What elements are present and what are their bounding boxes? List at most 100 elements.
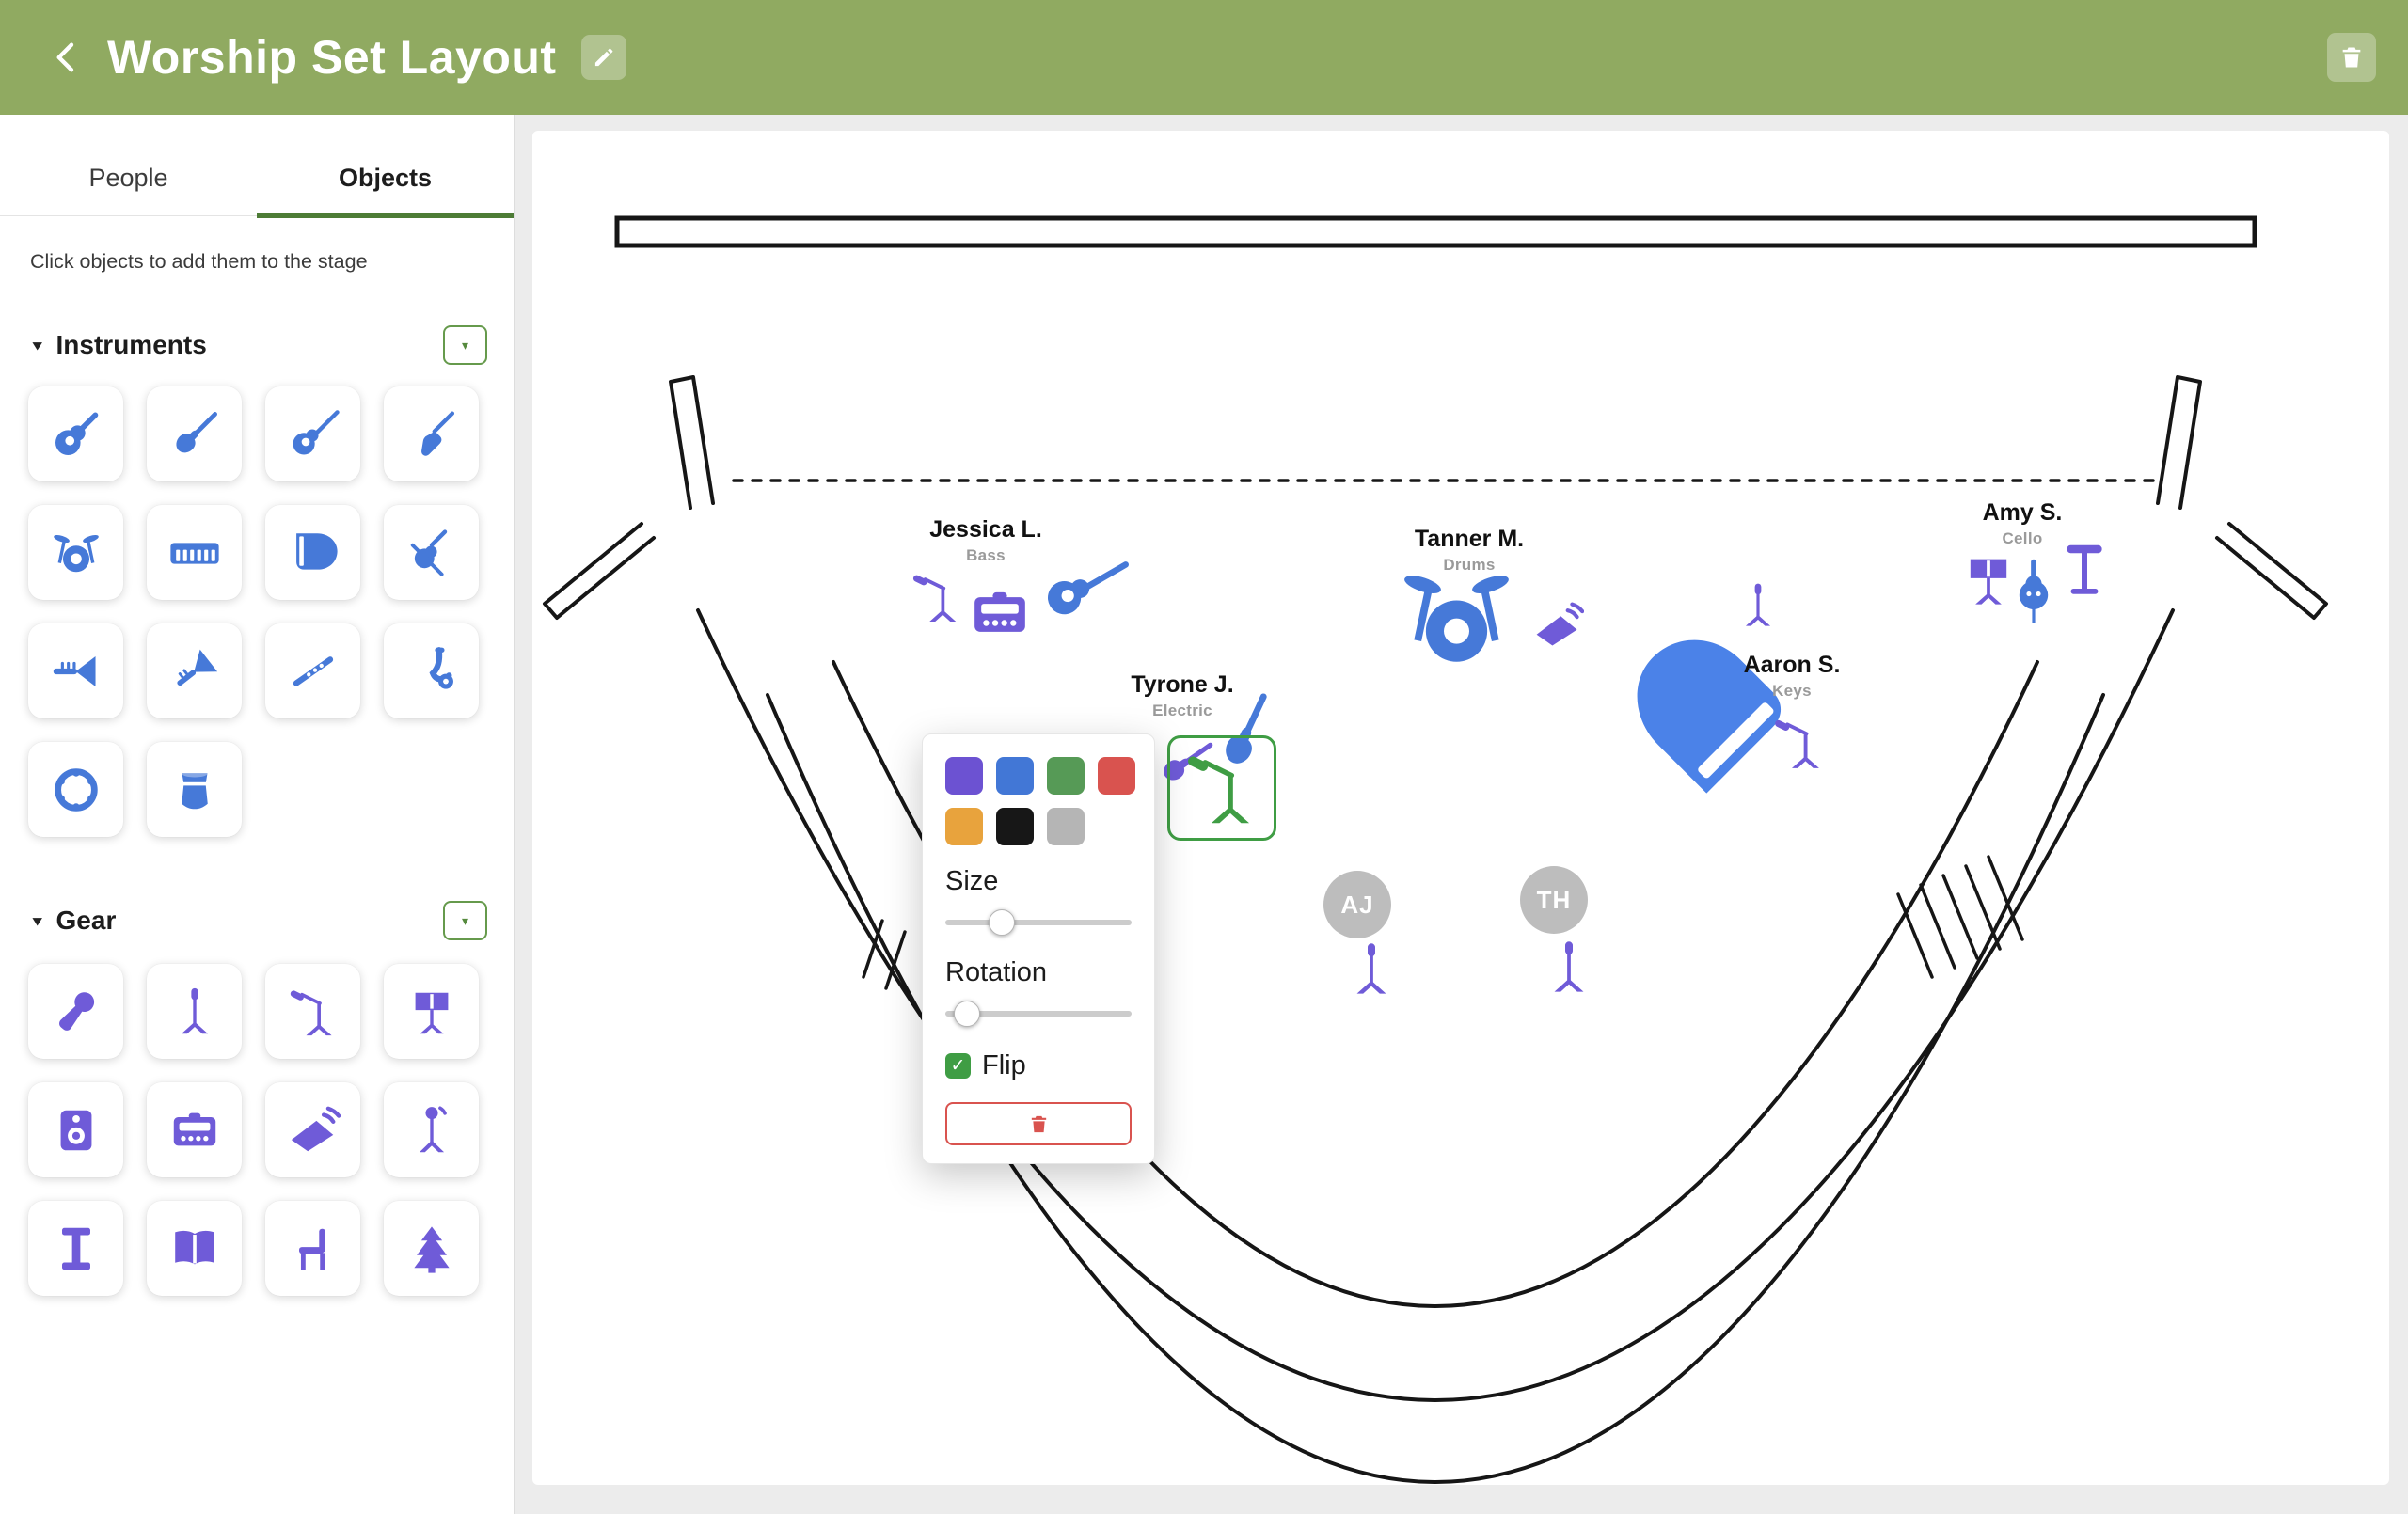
bass-guitar-tile[interactable] (265, 386, 360, 481)
boom-stand-tile[interactable] (265, 964, 360, 1059)
instruments-dropdown-button[interactable]: ▾ (443, 325, 487, 365)
amp-object[interactable] (967, 580, 1033, 646)
mic-stand-icon (181, 987, 208, 1033)
conga-icon (179, 769, 210, 809)
mic-stand-object[interactable] (1341, 939, 1402, 1000)
chair-tile[interactable] (265, 1201, 360, 1296)
drum-kit-object[interactable] (1393, 554, 1520, 681)
music-stand-object[interactable] (1958, 550, 2019, 610)
size-label: Size (945, 866, 999, 896)
color-swatch-5[interactable] (996, 808, 1034, 845)
monogram-avatar[interactable]: TH (1520, 866, 1588, 934)
size-slider[interactable] (945, 908, 1132, 937)
edit-title-button[interactable] (580, 35, 626, 80)
color-swatch-6[interactable] (1047, 808, 1085, 845)
trumpet-tile[interactable] (28, 623, 123, 718)
cornet-icon (176, 649, 217, 686)
violin-tile[interactable] (384, 505, 479, 600)
acoustic-guitar-tile[interactable] (28, 386, 123, 481)
size-slider-thumb[interactable] (989, 909, 1016, 936)
person-role: Cello (2002, 529, 2043, 547)
monitor-wedge-object[interactable] (1531, 599, 1585, 652)
delete-object-button[interactable] (945, 1102, 1132, 1145)
flip-checkbox[interactable]: ✓ (945, 1053, 971, 1079)
monogram-avatar[interactable]: AJ (1323, 871, 1391, 938)
tab-bar: People Objects (0, 115, 514, 218)
grand-piano-tile[interactable] (265, 505, 360, 600)
rotation-slider-thumb[interactable] (953, 1001, 980, 1027)
flute-tile[interactable] (265, 623, 360, 718)
person-role: Electric (1152, 702, 1212, 719)
speaker-tile[interactable] (28, 1082, 123, 1177)
songbook-icon (174, 1230, 214, 1264)
monitor-wedge-icon (291, 1106, 341, 1151)
person-label[interactable]: Tyrone J.Electric (1032, 671, 1333, 720)
grand-piano-object[interactable] (1587, 583, 1840, 836)
selected-object-box[interactable] (1167, 735, 1276, 841)
microphone-icon (58, 991, 94, 1031)
tab-people[interactable]: People (88, 164, 168, 192)
microphone-tile[interactable] (28, 964, 123, 1059)
mic-stand-object[interactable] (1733, 580, 1783, 631)
person-label[interactable]: Aaron S. Keys (1641, 652, 1942, 701)
monitor-wedge-tile[interactable] (265, 1082, 360, 1177)
drum-kit-tile[interactable] (28, 505, 123, 600)
amp-tile[interactable] (147, 1082, 242, 1177)
person-name: Amy S. (1982, 499, 2063, 526)
color-swatch-2[interactable] (1047, 757, 1085, 795)
saxophone-tile[interactable] (384, 623, 479, 718)
collapse-triangle-icon[interactable]: ▾ (33, 338, 42, 354)
tambourine-icon (54, 767, 98, 812)
person-name: Aaron S. (1743, 652, 1841, 678)
boom-stand-object[interactable] (1770, 714, 1829, 772)
color-swatch-1[interactable] (996, 757, 1034, 795)
color-swatch-0[interactable] (945, 757, 983, 795)
slim-guitar-tile[interactable] (384, 386, 479, 481)
truss-tile[interactable] (28, 1201, 123, 1296)
chevron-down-icon: ▾ (461, 337, 469, 353)
tall-mic-stand-tile[interactable] (384, 1082, 479, 1177)
songbook-tile[interactable] (147, 1201, 242, 1296)
cornet-tile[interactable] (147, 623, 242, 718)
collapse-triangle-icon[interactable]: ▾ (33, 913, 42, 929)
guitar-bass-icon (292, 409, 340, 455)
person-role: Bass (966, 546, 1006, 564)
stool-object[interactable] (2051, 535, 2118, 603)
back-button[interactable] (34, 24, 100, 90)
person-label[interactable]: Jessica L.Bass (835, 516, 1136, 565)
guitar-electric-object[interactable] (1196, 684, 1295, 782)
flip-row: ✓ Flip (945, 1050, 1132, 1081)
electric-guitar-tile[interactable] (147, 386, 242, 481)
rotation-label: Rotation (945, 957, 1048, 987)
trash-icon (1031, 1115, 1046, 1132)
guitar-acoustic-icon (55, 411, 98, 455)
rotation-slider[interactable] (945, 1000, 1132, 1028)
section-label: Instruments (55, 330, 207, 359)
instruments-grid (28, 386, 479, 837)
mic-stand-tile[interactable] (147, 964, 242, 1059)
boom-stand-object[interactable] (909, 569, 965, 625)
guitar-bass-object[interactable] (1031, 537, 1133, 639)
person-role: Keys (1772, 682, 1812, 700)
chevron-down-icon: ▾ (461, 912, 469, 928)
color-swatch-4[interactable] (945, 808, 983, 845)
gear-section-header: ▾ Gear ▾ (33, 899, 487, 942)
gear-grid (28, 964, 479, 1296)
cello-object[interactable] (1998, 556, 2069, 627)
mic-stand-object[interactable] (1539, 938, 1599, 998)
tab-objects[interactable]: Objects (257, 164, 514, 218)
music-stand-tile[interactable] (384, 964, 479, 1059)
gear-dropdown-button[interactable]: ▾ (443, 901, 487, 940)
color-swatch-3[interactable] (1098, 757, 1135, 795)
conga-tile[interactable] (147, 742, 242, 837)
keyboard-tile[interactable] (147, 505, 242, 600)
tree-tile[interactable] (384, 1201, 479, 1296)
delete-layout-button[interactable] (2327, 33, 2376, 82)
person-label[interactable]: Tanner M.Drums (1319, 526, 1620, 575)
section-label: Gear (55, 906, 117, 935)
tambourine-tile[interactable] (28, 742, 123, 837)
person-label[interactable]: Amy S. Cello (1872, 499, 2173, 548)
person-role: Drums (1443, 556, 1496, 574)
